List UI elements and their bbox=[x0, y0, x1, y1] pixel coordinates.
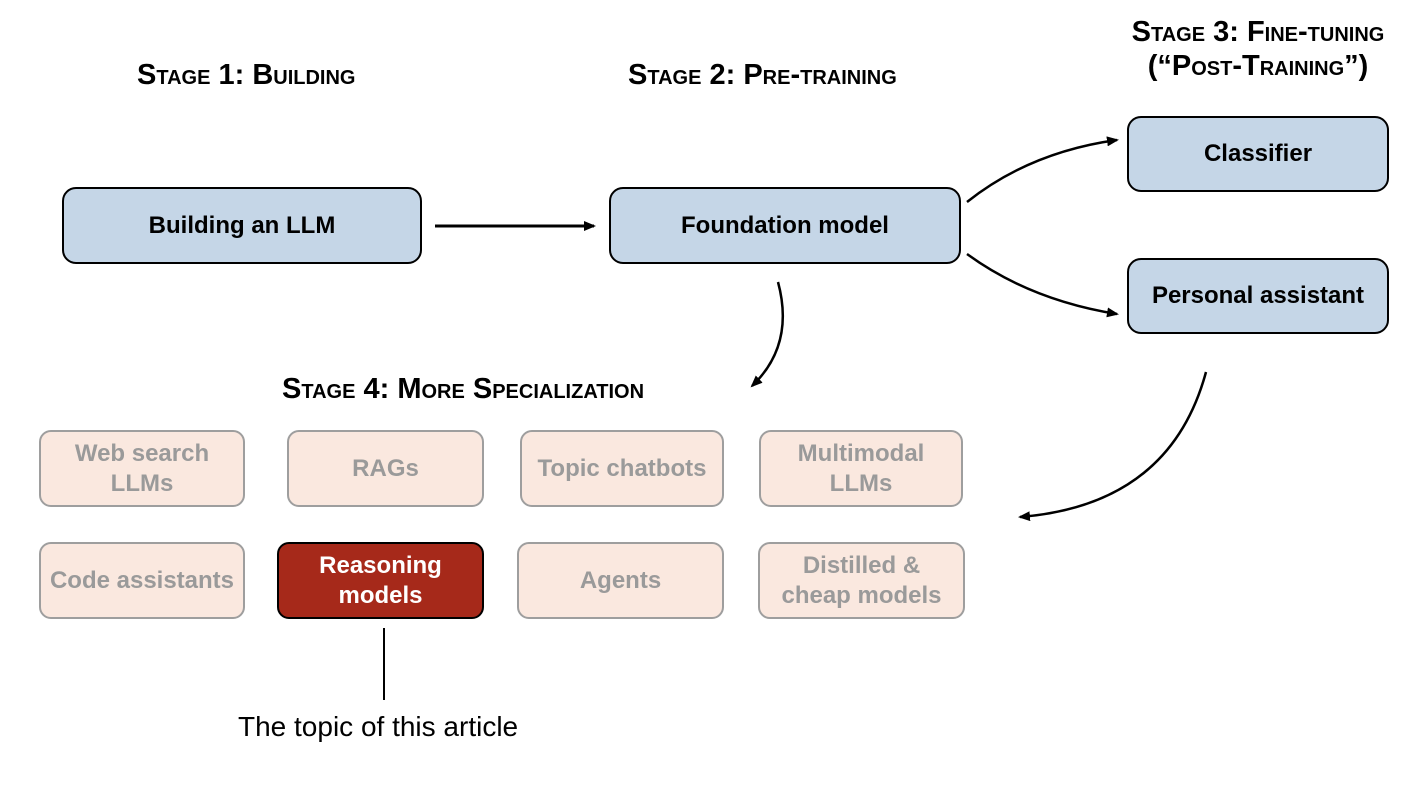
stage3-title-line2: (“Post-Training”) bbox=[1147, 50, 1369, 82]
code-assistants-box: Code assistants bbox=[39, 542, 245, 619]
stage4-title: Stage 4: More Specialization bbox=[282, 373, 645, 405]
classifier-box: Classifier bbox=[1127, 116, 1389, 192]
topic-chatbots-label: Topic chatbots bbox=[537, 454, 707, 482]
stage2-title: Stage 2: Pre-training bbox=[628, 59, 897, 91]
building-llm-box: Building an LLM bbox=[62, 187, 422, 264]
foundation-model-box: Foundation model bbox=[609, 187, 961, 264]
classifier-label: Classifier bbox=[1203, 140, 1313, 167]
arrow-foundation-to-classifier bbox=[966, 136, 1119, 203]
arrow-assistant-to-stage4 bbox=[1018, 371, 1208, 522]
web-search-llms-label: Web search LLMs bbox=[74, 439, 210, 497]
stage1-title: Stage 1: Building bbox=[137, 59, 356, 91]
article-topic-caption: The topic of this article bbox=[238, 711, 519, 742]
personal-assistant-box: Personal assistant bbox=[1127, 258, 1389, 334]
agents-label: Agents bbox=[579, 566, 662, 594]
rags-label: RAGs bbox=[352, 454, 419, 482]
reasoning-models-box: Reasoning models bbox=[277, 542, 484, 619]
distilled-cheap-models-label: Distilled & cheap models bbox=[781, 551, 942, 609]
web-search-llms-box: Web search LLMs bbox=[39, 430, 245, 507]
agents-box: Agents bbox=[517, 542, 724, 619]
stage3-title-line1: Stage 3: Fine-tuning bbox=[1131, 16, 1385, 48]
code-assistants-label: Code assistants bbox=[49, 566, 235, 594]
arrow-foundation-to-stage4 bbox=[750, 281, 785, 388]
multimodal-llms-label: Multimodal LLMs bbox=[797, 439, 925, 497]
personal-assistant-label: Personal assistant bbox=[1151, 282, 1365, 309]
arrow-foundation-to-assistant bbox=[966, 252, 1119, 318]
rags-box: RAGs bbox=[287, 430, 484, 507]
multimodal-llms-box: Multimodal LLMs bbox=[759, 430, 963, 507]
distilled-cheap-models-box: Distilled & cheap models bbox=[758, 542, 965, 619]
stage3-title: Stage 3: Fine-tuning (“Post-Training”) bbox=[1118, 15, 1398, 83]
topic-chatbots-box: Topic chatbots bbox=[520, 430, 724, 507]
reasoning-models-label: Reasoning models bbox=[319, 551, 442, 609]
building-llm-label: Building an LLM bbox=[148, 211, 336, 239]
foundation-model-label: Foundation model bbox=[681, 211, 889, 239]
